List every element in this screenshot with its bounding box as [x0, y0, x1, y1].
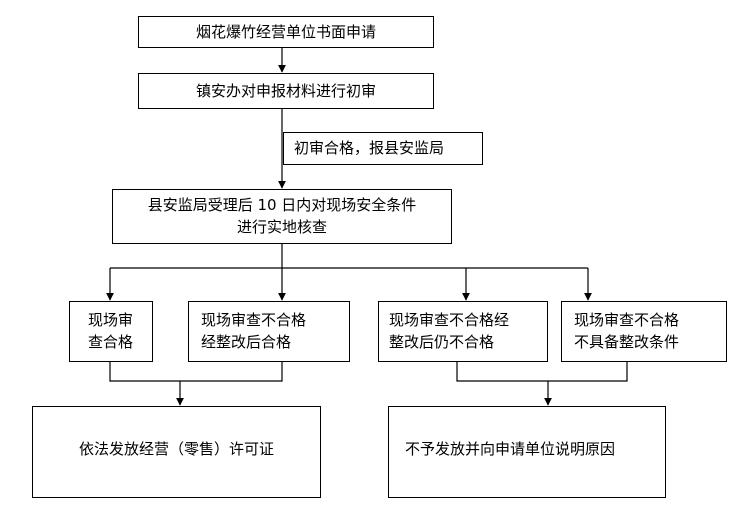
outcome-failed-after-rectification: 现场审查不合格经 整改后仍不合格: [378, 301, 548, 362]
step-county-inspection: 县安监局受理后 10 日内对现场安全条件 进行实地核查: [112, 189, 452, 244]
outcome-passed-after-rectification: 现场审查不合格 经整改后合格: [188, 301, 350, 362]
step-written-application: 烟花爆竹经营单位书面申请: [138, 16, 434, 48]
outcome-not-rectifiable: 现场审查不合格 不具备整改条件: [561, 301, 727, 362]
result-deny-with-reason: 不予发放并向申请单位说明原因: [388, 406, 666, 498]
connector-merge-deny: [456, 362, 628, 382]
note-preliminary-pass: 初审合格，报县安监局: [283, 132, 483, 165]
step-preliminary-review: 镇安办对申报材料进行初审: [138, 73, 434, 109]
result-grant-license: 依法发放经营（零售）许可证: [32, 406, 321, 498]
connector-merge-grant: [109, 362, 283, 382]
outcome-inspection-passed: 现场审 查合格: [69, 301, 153, 362]
